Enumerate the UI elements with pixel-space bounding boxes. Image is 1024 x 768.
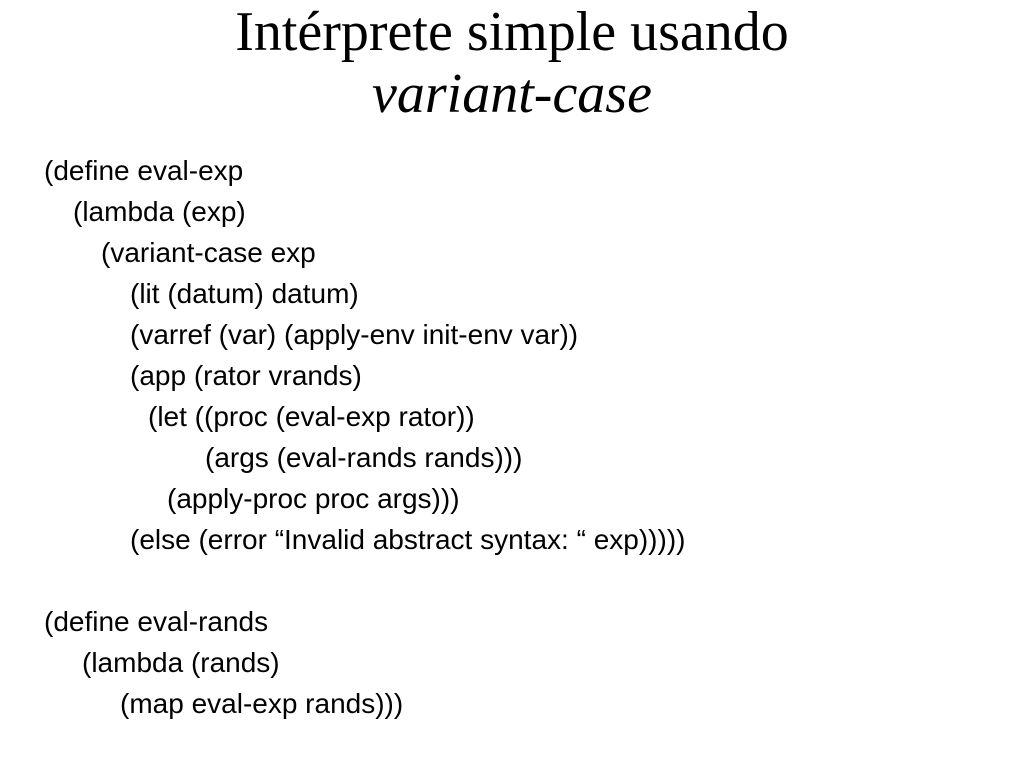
code-line: (varref (var) (apply-env init-env var)) [130,319,579,350]
code-line: (args (eval-rands rands))) [205,442,523,473]
title-line-1: Intérprete simple usando [235,1,789,63]
title-line-2: variant-case [372,63,652,125]
code-line: (app (rator vrands) [130,360,362,391]
code-line: (lambda (exp) [73,196,246,227]
code-line: (apply-proc proc args))) [167,483,460,514]
code-line: (lit (datum) datum) [130,278,359,309]
code-line: (else (error “Invalid abstract syntax: “… [130,524,686,555]
slide-title: Intérprete simple usando variant-case [0,0,1024,142]
code-line: (variant-case exp [101,237,316,268]
code-line: (lambda (rands) [82,647,280,678]
code-line: (let ((proc (eval-exp rator)) [148,401,475,432]
code-line: (define eval-rands [44,606,269,637]
code-line: (define eval-exp [44,155,244,186]
code-line: (map eval-exp rands))) [120,688,404,719]
